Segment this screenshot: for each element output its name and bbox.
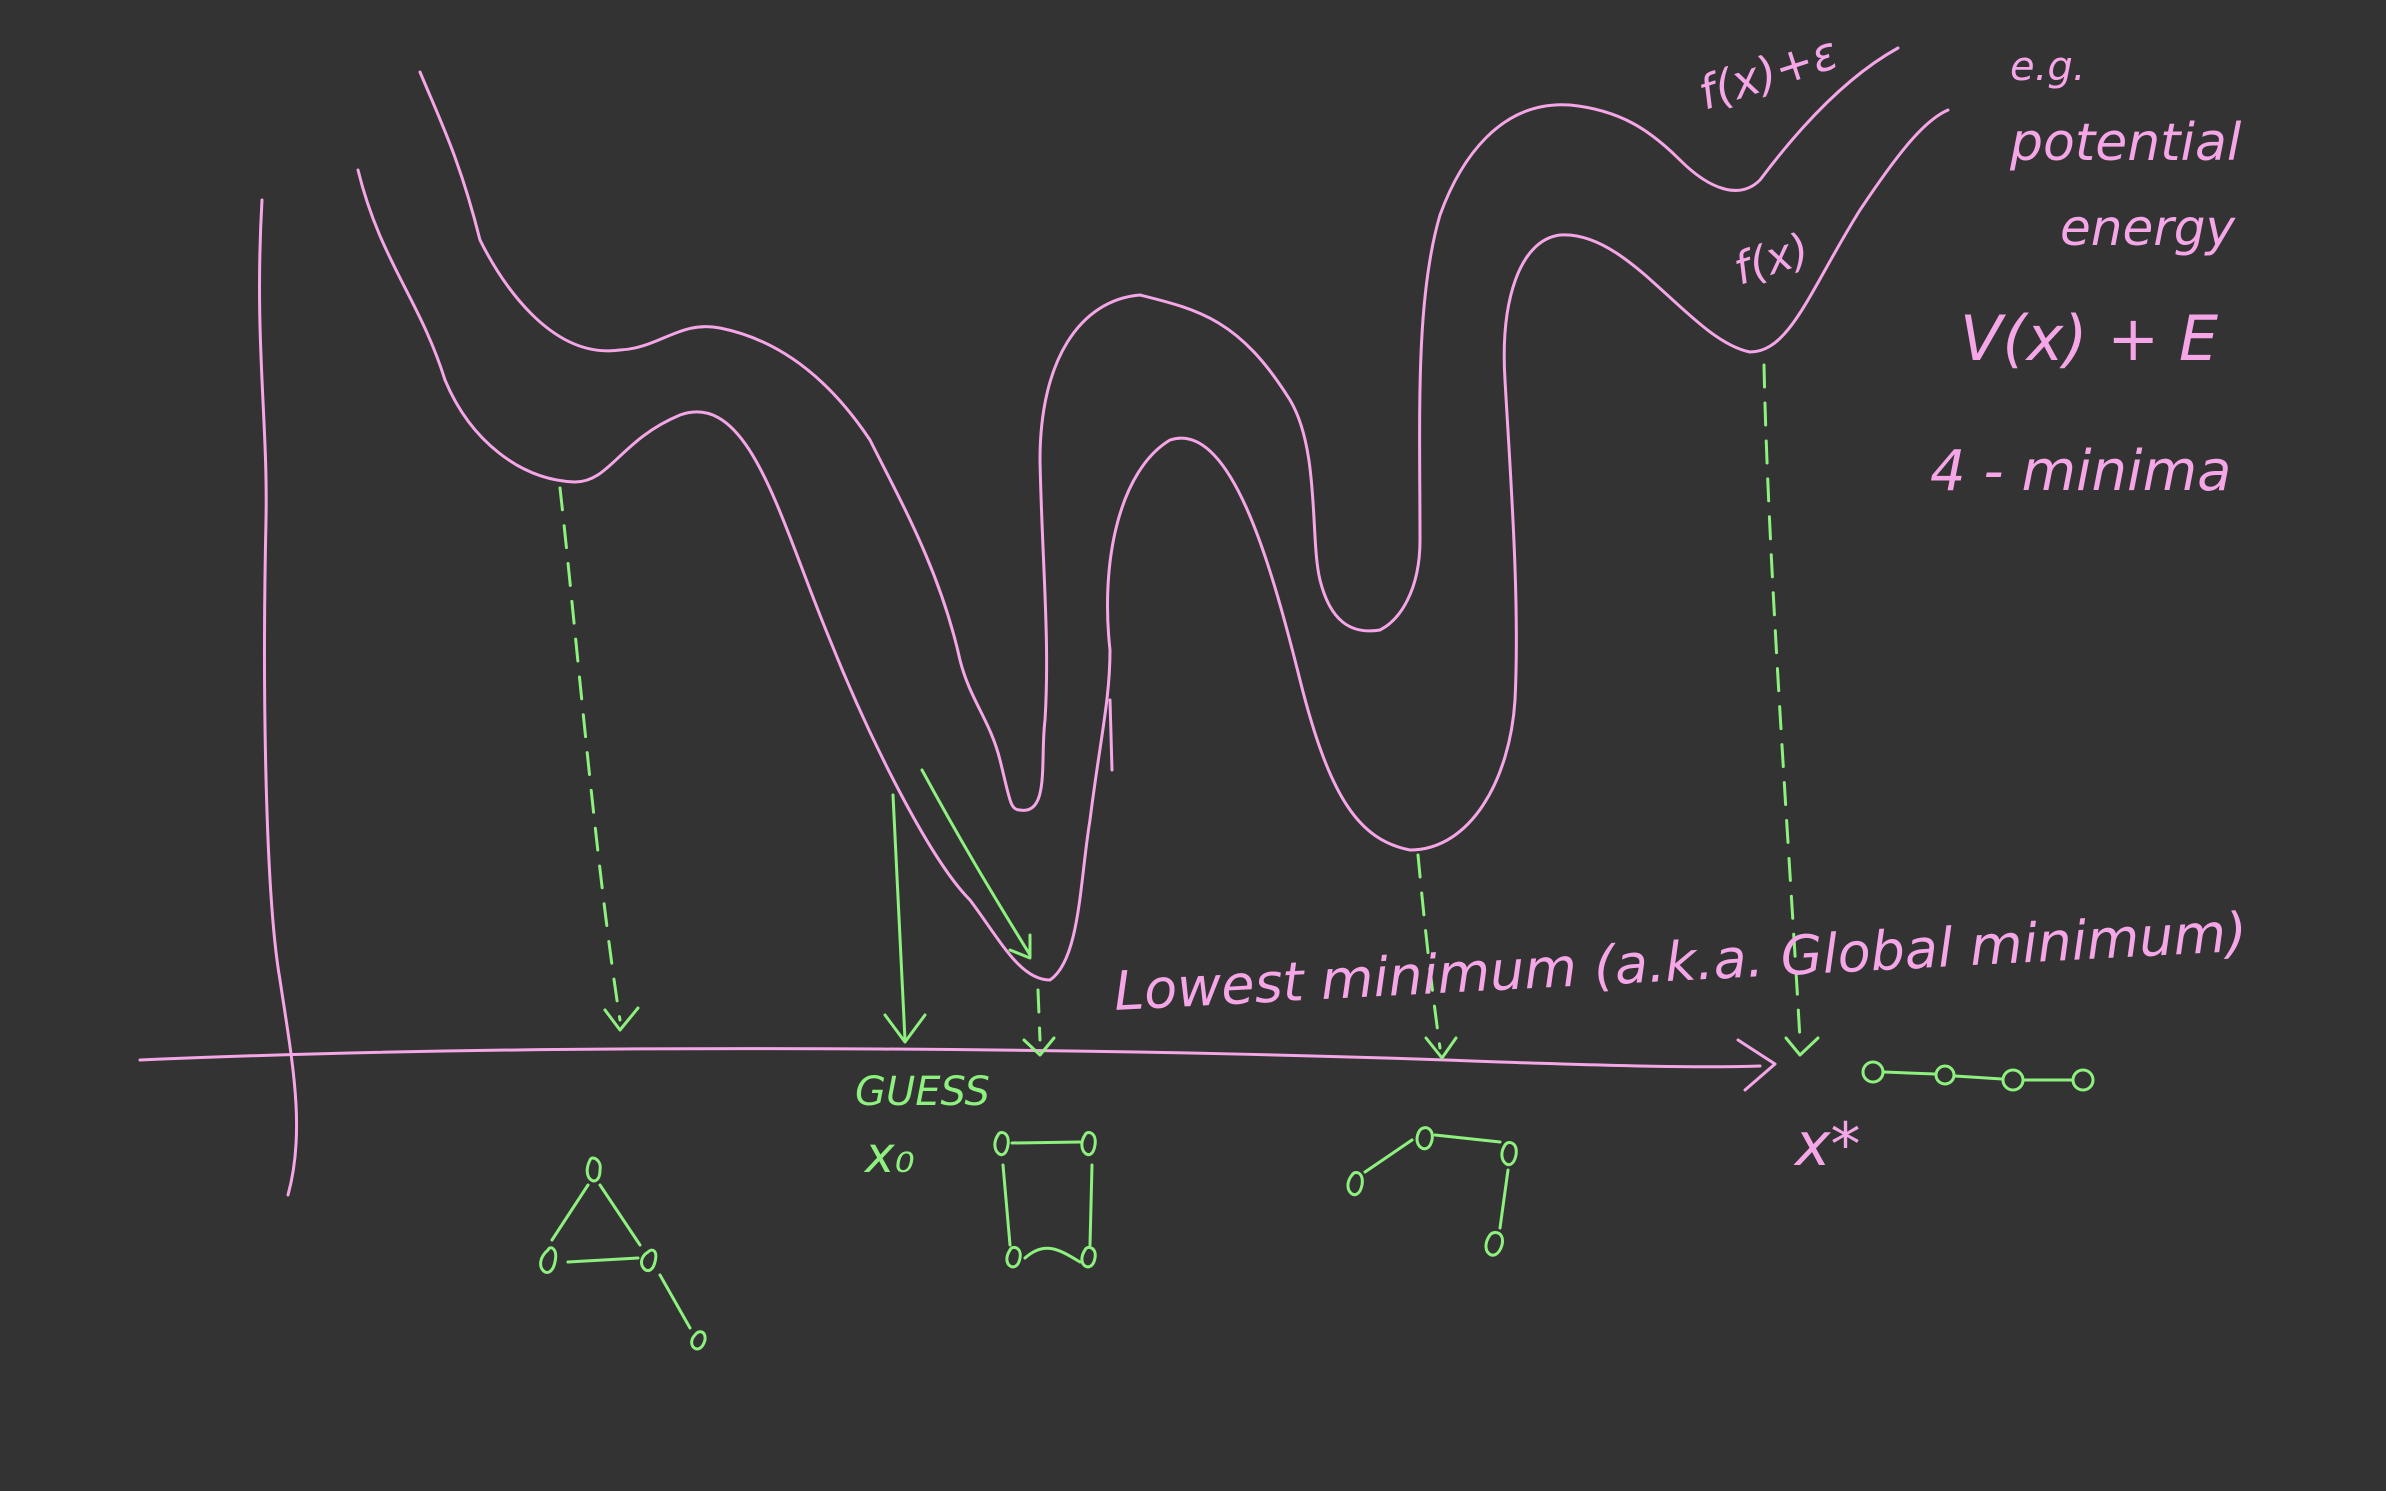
projection-dashed-4 (1762, 363, 1802, 1042)
projection-arrow-2 (1022, 1036, 1056, 1057)
guess-symbol: x₀ (863, 1126, 915, 1184)
note-line-4: V(x) + E (1960, 302, 2219, 375)
projection-dashed-3 (1416, 853, 1442, 1050)
note-line-1: e.g. (2010, 44, 2085, 90)
minima-count-label: 4 - minima (1930, 439, 2231, 504)
note-line-2: potential (2009, 113, 2242, 173)
descent-arrow (920, 768, 1032, 957)
projection-dashed-2 (1036, 988, 1042, 1042)
configuration-triangle (539, 1156, 707, 1351)
lower-curve-label: f(x) (1728, 224, 1816, 296)
configuration-square (993, 1131, 1097, 1269)
projection-arrow-1 (603, 1006, 640, 1032)
descent-arrow-head (1008, 933, 1032, 960)
global-min-symbol: x* (1793, 1110, 1861, 1180)
configuration-linear-chain (1861, 1060, 2095, 1092)
lower-energy-curve (356, 108, 1950, 982)
projection-arrow-4 (1784, 1036, 1820, 1057)
global-minimum-label: Lowest minimum (a.k.a. Global minimum) (1112, 901, 2248, 1023)
guess-arrow-head (883, 1013, 927, 1044)
note-line-3: energy (2060, 199, 2237, 257)
x-axis-arrowhead (1736, 1038, 1777, 1092)
guess-label: GUESS (855, 1069, 990, 1115)
guess-arrow (891, 793, 907, 1042)
x-axis (138, 1047, 1762, 1069)
projection-arrow-3 (1424, 1036, 1458, 1060)
configuration-zigzag (1346, 1126, 1518, 1257)
upper-energy-curve (418, 46, 1900, 812)
upper-curve-tail (1108, 698, 1114, 772)
y-axis (258, 198, 299, 1197)
projection-dashed-1 (558, 486, 622, 1022)
